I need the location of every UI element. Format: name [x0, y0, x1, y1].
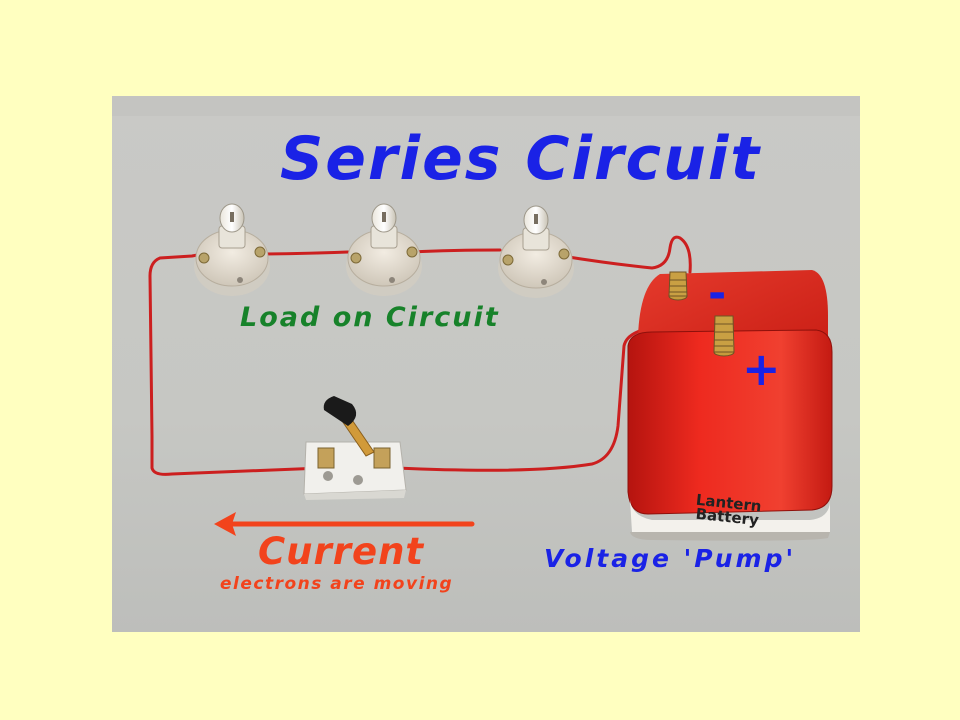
circuit-photo: Series Circuit Load on Circuit - + Lante… — [112, 96, 860, 632]
knife-switch-icon — [303, 396, 407, 500]
positive-terminal-label: + — [742, 342, 781, 396]
light-bulb-icon — [346, 203, 422, 296]
page-title: Series Circuit — [280, 124, 762, 194]
voltage-label: Voltage 'Pump' — [544, 544, 797, 573]
current-subtitle: electrons are moving — [220, 574, 454, 594]
load-label: Load on Circuit — [240, 302, 500, 333]
battery-icon — [627, 270, 833, 541]
circuit-scene — [112, 96, 860, 541]
current-label: Current — [258, 530, 425, 573]
light-bulb-icon — [498, 205, 574, 298]
light-bulb-icon — [194, 203, 270, 296]
arrow-left-icon — [214, 512, 475, 536]
negative-terminal-label: - — [708, 268, 727, 319]
